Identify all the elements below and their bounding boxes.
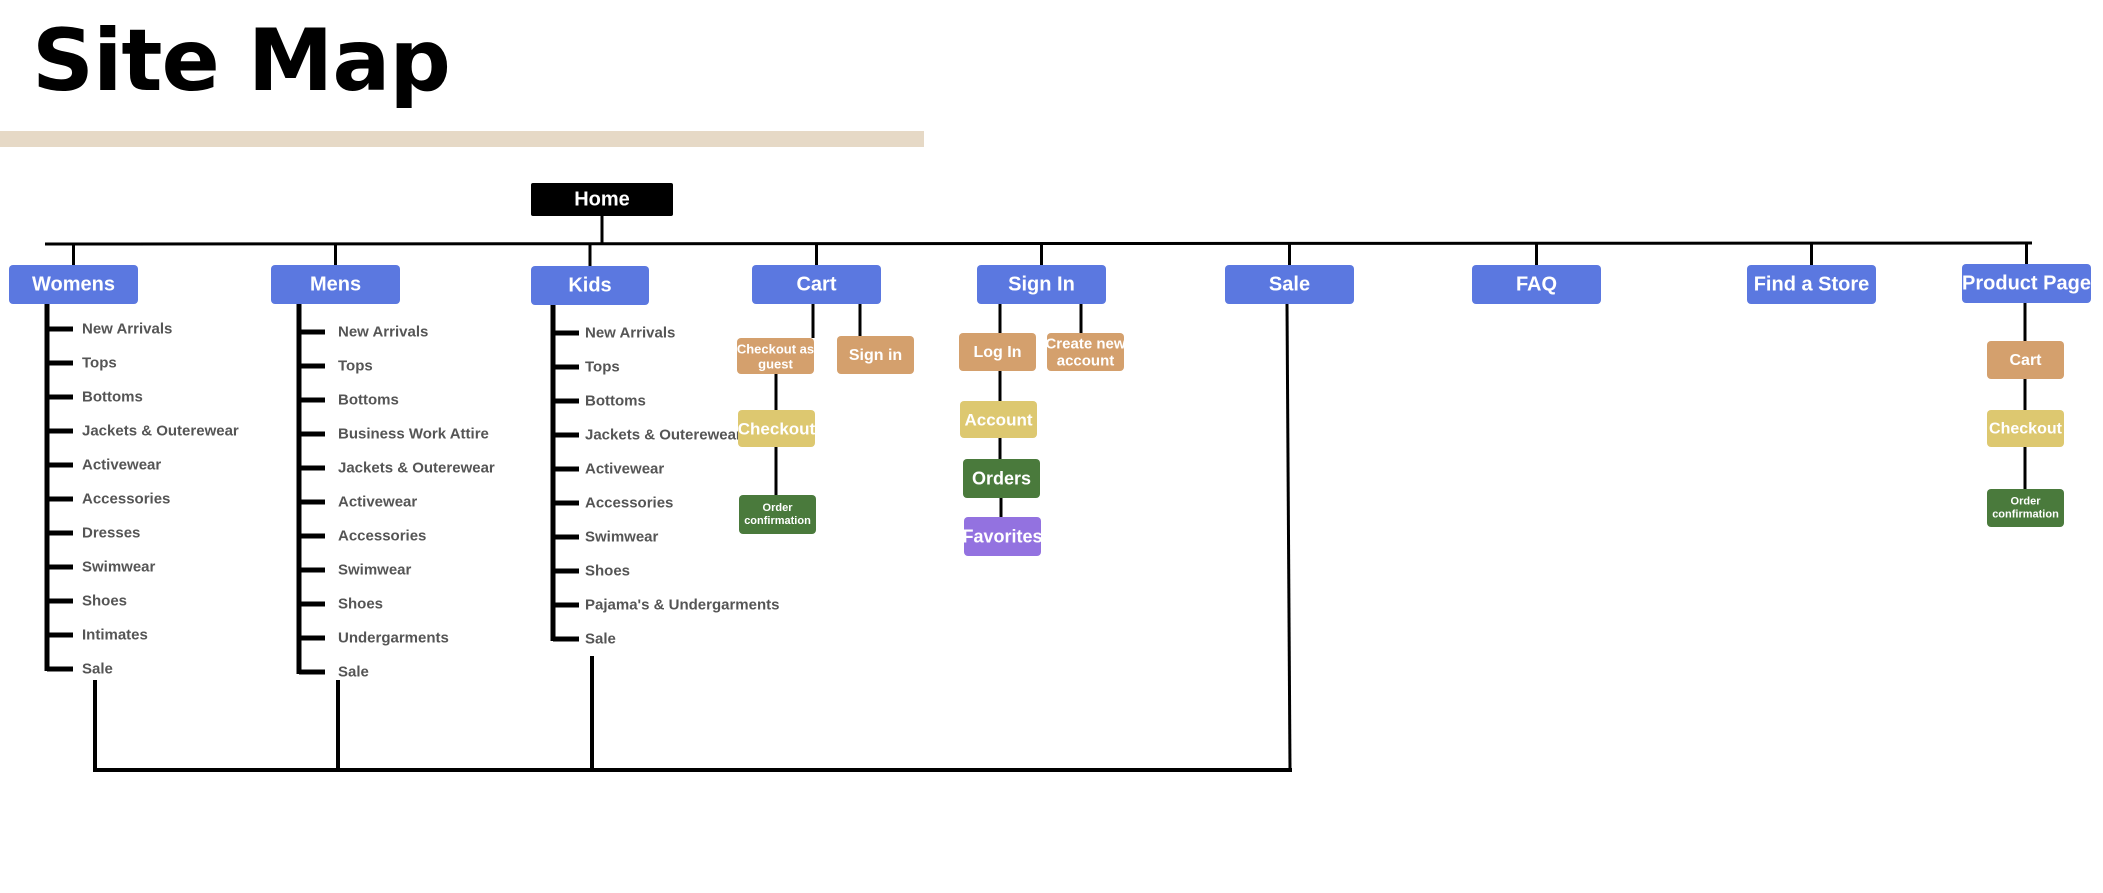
mens-list-item: Bottoms [338, 392, 399, 409]
mens-list-item: Tops [338, 358, 373, 375]
womens-list-item: Accessories [82, 491, 170, 508]
category-node-kids [531, 266, 649, 305]
product-checkout-node [1987, 410, 2064, 447]
mens-list-item: Sale [338, 664, 369, 681]
kids-list-item: Sale [585, 631, 616, 648]
category-node-signin-label: Sign In [1008, 274, 1075, 296]
mens-list-item: Activewear [338, 494, 417, 511]
mens-list-item: Undergarments [338, 630, 449, 647]
womens-list-item: Dresses [82, 525, 140, 542]
womens-list-item: New Arrivals [82, 321, 172, 338]
signin-login-node-label: Log In [974, 344, 1022, 361]
product-cart-node-label: Cart [2009, 352, 2042, 369]
cart-checkout-node-label: Checkout [738, 419, 816, 438]
cart-checkout-node [738, 410, 815, 447]
category-node-findstore [1747, 265, 1876, 304]
category-node-signin [977, 265, 1106, 304]
category-node-productpage-label: Product Page [1962, 273, 2091, 295]
womens-list-item: Shoes [82, 593, 127, 610]
category-node-mens-label: Mens [310, 274, 361, 296]
cart-order-confirmation-node [739, 495, 816, 534]
category-node-sale [1225, 265, 1354, 304]
category-node-productpage [1962, 264, 2091, 303]
home-node-label: Home [574, 189, 630, 211]
signin-login-node [959, 333, 1036, 371]
category-node-mens [271, 265, 400, 304]
cart-signin-node-label: Sign in [849, 347, 902, 364]
category-node-faq [1472, 265, 1601, 304]
signin-favorites-node [964, 517, 1041, 556]
category-node-cart [752, 265, 881, 304]
category-node-womens-label: Womens [32, 274, 115, 296]
kids-list-item: New Arrivals [585, 325, 675, 342]
mens-list-item: Swimwear [338, 562, 412, 579]
womens-list-item: Sale [82, 661, 113, 678]
product-checkout-node-label: Checkout [1989, 420, 2063, 437]
signin-account-node-label: Account [965, 410, 1033, 429]
kids-list-item: Tops [585, 359, 620, 376]
product-cart-node [1987, 341, 2064, 379]
category-node-sale-label: Sale [1269, 274, 1310, 296]
mens-list-item: Accessories [338, 528, 426, 545]
mens-list-item: Business Work Attire [338, 426, 489, 443]
womens-list-item: Tops [82, 355, 117, 372]
kids-list-item: Bottoms [585, 393, 646, 410]
signin-orders-node [963, 459, 1040, 498]
cart-signin-node [837, 336, 914, 374]
kids-list-item: Accessories [585, 495, 673, 512]
kids-list-item: Shoes [585, 563, 630, 580]
sale-drop-line [1285, 303, 1292, 771]
home-node [531, 183, 673, 216]
kids-list-item: Activewear [585, 461, 664, 478]
category-node-womens [9, 265, 138, 304]
womens-list-item: Activewear [82, 457, 161, 474]
womens-list-item: Jackets & Outerewear [82, 423, 239, 440]
title-underline-bar [0, 131, 924, 147]
signin-favorites-node-label: Favorites [962, 527, 1042, 547]
womens-list-item: Bottoms [82, 389, 143, 406]
kids-list-item: Swimwear [585, 529, 659, 546]
signin-account-node [960, 401, 1037, 438]
signin-orders-node-label: Orders [972, 469, 1031, 489]
page-title: Site Map [32, 11, 451, 111]
category-node-findstore-label: Find a Store [1754, 274, 1870, 296]
womens-list-item: Swimwear [82, 559, 156, 576]
mens-list-item: New Arrivals [338, 324, 428, 341]
mens-list-item: Shoes [338, 596, 383, 613]
category-node-faq-label: FAQ [1516, 274, 1557, 296]
kids-list-item: Pajama's & Undergarments [585, 597, 779, 614]
mens-list-item: Jackets & Outerewear [338, 460, 495, 477]
category-node-kids-label: Kids [568, 275, 611, 297]
product-order-confirmation-node [1987, 489, 2064, 527]
signin-create-account-node [1047, 333, 1124, 371]
cart-checkout-guest-node [737, 338, 814, 374]
kids-list-item: Jackets & Outerewear [585, 427, 742, 444]
womens-list-item: Intimates [82, 627, 148, 644]
category-node-cart-label: Cart [796, 274, 836, 296]
top-bus-line [44, 241, 2033, 246]
